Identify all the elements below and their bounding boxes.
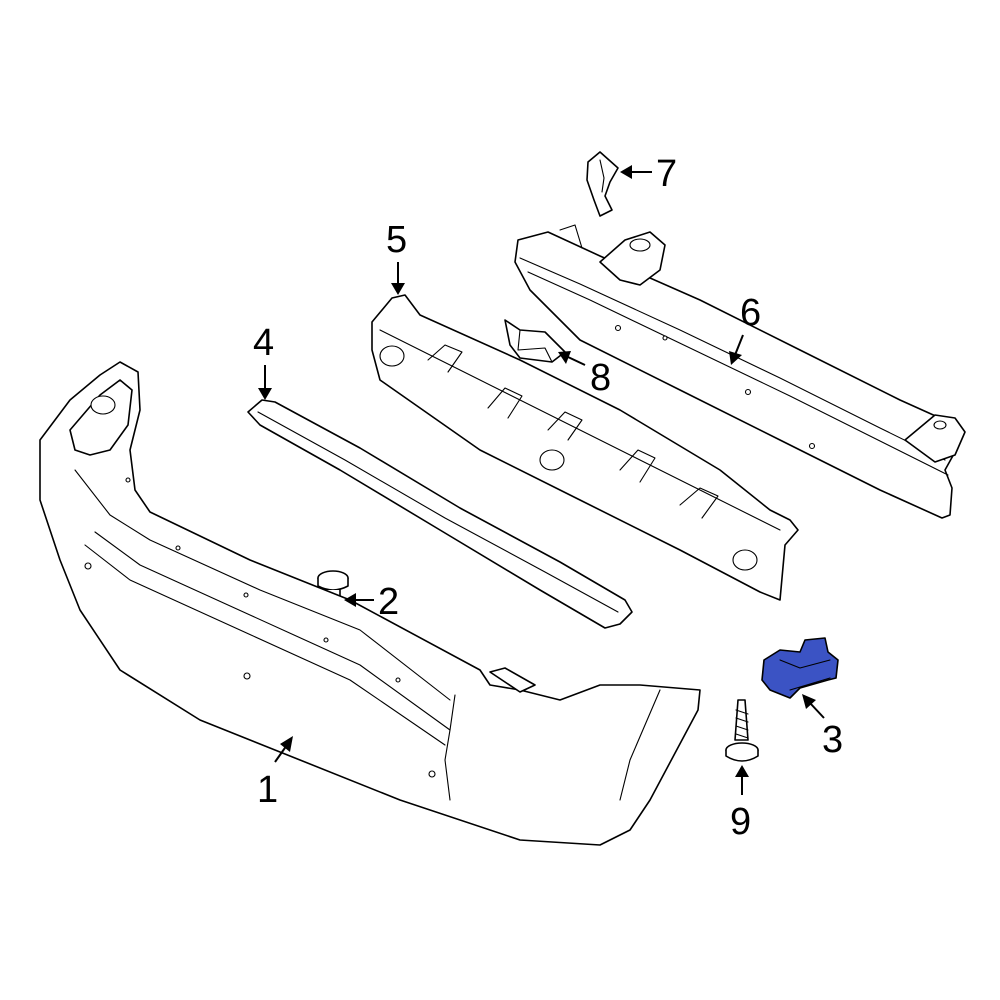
arrowhead-4 [258, 388, 272, 400]
callout-7: 7 [656, 153, 677, 195]
bolt [725, 699, 759, 762]
callout-arrows [258, 165, 825, 795]
callout-9: 9 [730, 801, 751, 843]
callout-1: 1 [257, 769, 278, 811]
bumper-cover [39, 361, 701, 846]
arrowhead-7 [620, 165, 632, 179]
callout-2: 2 [378, 581, 399, 623]
reinforcement-beam [514, 224, 966, 519]
arrowhead-5 [391, 283, 405, 295]
callout-5: 5 [386, 219, 407, 261]
arrowhead-9 [735, 765, 749, 777]
arrow-8 [567, 356, 586, 366]
small-bracket [586, 151, 619, 217]
callout-8: 8 [590, 357, 611, 399]
callout-3: 3 [822, 719, 843, 761]
energy-absorber [371, 294, 799, 601]
arrow-6 [734, 334, 744, 356]
arrowhead-8 [558, 351, 571, 364]
arrowhead-1 [280, 736, 293, 752]
arrowhead-2 [344, 593, 356, 607]
callout-4: 4 [253, 322, 274, 364]
arrowhead-3 [802, 694, 816, 709]
callout-6: 6 [740, 292, 761, 334]
callout-labels: 1 2 3 4 5 6 7 8 9 [253, 153, 843, 843]
arrowhead-6 [729, 351, 742, 365]
bracket-highlighted [761, 637, 839, 699]
step-pad [247, 399, 633, 629]
mounting-bracket [504, 319, 566, 363]
arrow-3 [809, 702, 825, 719]
